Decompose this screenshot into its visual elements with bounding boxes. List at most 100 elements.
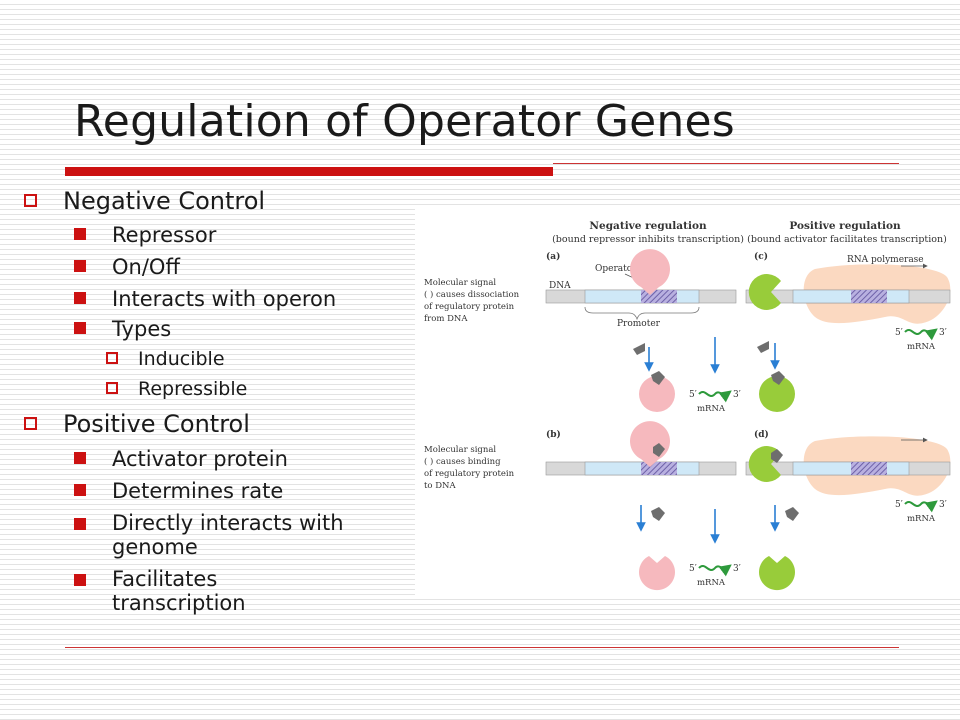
mrna-c: 5′ 3′ mRNA [895, 328, 947, 352]
negative-subitem: Repressor [74, 223, 216, 247]
positive-subitem-label: Facilitates transcription [112, 567, 246, 615]
panel-d-label: (d) [754, 429, 769, 440]
three-prime-label: 3′ [939, 328, 947, 338]
signal-molecule-icon [757, 341, 769, 353]
signal-text: from DNA [424, 314, 468, 324]
signal-text: of regulatory protein [424, 302, 515, 312]
signal-molecule-icon [653, 443, 665, 457]
gene-regulation-figure: Negative regulation (bound repressor inh… [415, 209, 960, 596]
signal-text: ( ) causes dissociation [424, 289, 520, 300]
square-bullet-icon [74, 484, 86, 496]
mrna-strand-icon [698, 390, 732, 403]
mrna-strand-icon [904, 328, 938, 341]
type-item: Repressible [106, 378, 247, 400]
mrna-d: 5′ 3′ mRNA [895, 500, 947, 524]
signal-text: Molecular signal [424, 278, 496, 288]
square-bullet-icon [74, 518, 86, 530]
repressor-protein [639, 556, 675, 591]
type-label: Inducible [138, 348, 225, 370]
repressor-protein [630, 249, 670, 295]
negative-control-label: Negative Control [63, 187, 266, 215]
operator-label: Operator [595, 264, 637, 274]
footer-divider-line [65, 647, 899, 648]
signal-text: Molecular signal [424, 445, 496, 455]
activator-protein [748, 274, 781, 310]
positive-subitem: Directly interacts with genome [74, 511, 374, 559]
negative-subitem-label: Repressor [112, 223, 217, 247]
signal-molecule-icon [771, 371, 785, 385]
signal-molecule-icon [651, 371, 665, 385]
dna-strand-c [745, 289, 951, 304]
signal-molecule-icon [651, 507, 665, 521]
mrna-strand-icon [904, 500, 938, 513]
positive-subitem-label: Activator protein [112, 447, 288, 471]
mrna-label: mRNA [907, 514, 936, 524]
type-label: Repressible [138, 378, 248, 400]
hollow-square-bullet-icon [24, 193, 37, 207]
square-bullet-icon [74, 292, 86, 304]
three-prime-label: 3′ [939, 500, 947, 510]
type-item: Inducible [106, 348, 225, 370]
mrna-label: mRNA [697, 404, 726, 414]
hollow-square-bullet-icon [106, 381, 118, 394]
positive-regulation-subtitle: (bound activator facilitates transcripti… [747, 234, 947, 245]
mrna-strand-icon [698, 564, 732, 577]
square-bullet-icon [74, 322, 86, 334]
negative-regulation-title: Negative regulation [589, 220, 707, 232]
dna-strand-d [745, 461, 951, 476]
mrna-b: 5′ 3′ mRNA [689, 564, 741, 588]
mrna-label: mRNA [697, 578, 726, 588]
hollow-square-bullet-icon [106, 351, 118, 364]
signal-molecule-icon [785, 507, 799, 521]
title-accent-bar [65, 167, 553, 176]
promoter-bracket [584, 306, 700, 321]
five-prime-label: 5′ [895, 328, 903, 338]
positive-subitem-label: Determines rate [112, 479, 284, 503]
activator-protein [759, 556, 795, 591]
rna-polymerase-label: RNA polymerase [847, 255, 924, 265]
negative-control-item: Negative Control [24, 187, 265, 215]
signal-text: ( ) causes binding [424, 456, 501, 467]
title-divider-line [553, 163, 899, 164]
three-prime-label: 3′ [733, 390, 741, 400]
dna-strand-a [545, 289, 737, 304]
activator-protein [759, 376, 795, 412]
five-prime-label: 5′ [895, 500, 903, 510]
positive-control-label: Positive Control [63, 410, 250, 438]
panel-c-label: (c) [754, 251, 768, 262]
signal-text: of regulatory protein [424, 469, 515, 479]
repressor-signal-complex [639, 371, 675, 412]
positive-regulation-title: Positive regulation [789, 220, 901, 232]
negative-subitem: Types [74, 317, 171, 341]
promoter-label: Promoter [617, 319, 661, 329]
repressor-protein [639, 376, 675, 412]
hollow-square-bullet-icon [24, 416, 37, 430]
panel-b-label: (b) [546, 429, 561, 440]
signal-label-top: Molecular signal ( ) causes dissociation… [424, 278, 520, 324]
positive-subitem: Activator protein [74, 447, 288, 471]
negative-subitem-label: Interacts with operon [112, 287, 337, 311]
positive-subitem-label: Directly interacts with genome [112, 511, 344, 559]
signal-text: to DNA [424, 481, 456, 491]
five-prime-label: 5′ [689, 390, 697, 400]
mrna-label: mRNA [907, 342, 936, 352]
square-bullet-icon [74, 228, 86, 240]
five-prime-label: 5′ [689, 564, 697, 574]
dna-strand-b [545, 461, 737, 476]
negative-subitem: On/Off [74, 255, 180, 279]
activator-signal-complex [759, 371, 795, 412]
negative-regulation-subtitle: (bound repressor inhibits transcription) [552, 234, 744, 245]
signal-molecule-icon [633, 343, 645, 355]
positive-subitem: Facilitates transcription [74, 567, 374, 615]
square-bullet-icon [74, 260, 86, 272]
panel-a-label: (a) [546, 251, 560, 262]
regulation-diagram: Negative regulation (bound repressor inh… [424, 220, 951, 591]
repressor-protein [630, 421, 670, 467]
signal-label-bottom: Molecular signal ( ) causes binding of r… [424, 445, 515, 491]
square-bullet-icon [74, 452, 86, 464]
mrna-a: 5′ 3′ mRNA [689, 390, 741, 414]
dna-label: DNA [549, 281, 571, 291]
negative-subitem-label: On/Off [112, 255, 180, 279]
negative-subitem: Interacts with operon [74, 287, 336, 311]
positive-subitem: Determines rate [74, 479, 283, 503]
